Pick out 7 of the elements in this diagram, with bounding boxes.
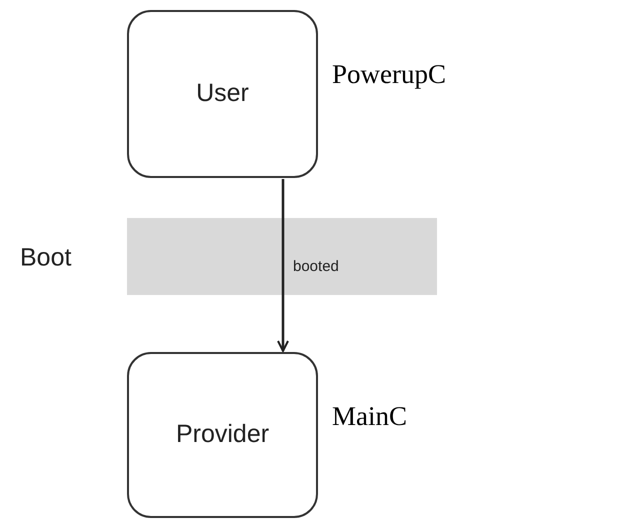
side-caption: PowerupC	[332, 58, 446, 91]
side-caption: MainC	[332, 400, 408, 433]
arrow	[277, 179, 289, 352]
phase-label: Boot	[20, 242, 72, 274]
edge-label: booted	[293, 256, 339, 277]
box-label: Provider	[176, 419, 270, 450]
box-label: User	[196, 78, 249, 110]
